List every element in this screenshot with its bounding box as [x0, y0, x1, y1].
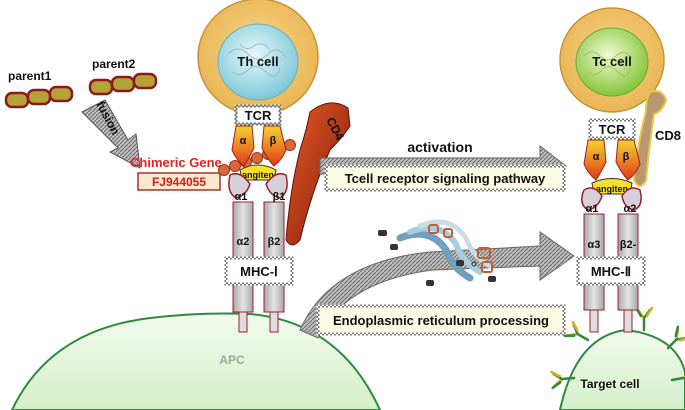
- tc-cell: [559, 7, 665, 113]
- mhc2-alpha2: α2: [624, 203, 637, 215]
- tcr-beta-left: β: [270, 135, 277, 147]
- tcr-chains-left: [231, 125, 287, 167]
- chimeric-gene-label: Chimeric Gene: [130, 155, 222, 170]
- target-cell-label: Target cell: [580, 377, 639, 391]
- activation-label: activation: [407, 139, 472, 155]
- th-cell-label: Th cell: [237, 54, 278, 69]
- mhc2-alpha1: α1: [586, 203, 599, 215]
- mhc1-beta1: β1: [273, 191, 286, 203]
- er-processing-label: Endoplasmic reticulum processing: [333, 313, 549, 328]
- cd8-label: CD8: [655, 128, 681, 143]
- parent2-segments: [88, 72, 158, 96]
- parent1-label: parent1: [8, 69, 52, 83]
- tcr-label-left: TCR: [245, 108, 272, 123]
- parent1-segments: [4, 85, 74, 109]
- mhc2-beta2: β2-: [620, 239, 637, 251]
- mhc1-alpha2: α2: [237, 236, 250, 248]
- apc-cell: [10, 312, 382, 410]
- tcr-chains-right: [583, 139, 641, 181]
- mhc2-alpha3: α3: [588, 239, 601, 251]
- apc-label: APC: [219, 353, 245, 367]
- fusion-arrow: [81, 99, 141, 169]
- mhc1-label-box: [225, 257, 293, 285]
- cd4-molecule: [285, 102, 351, 246]
- mhc1-alpha1: α1: [235, 191, 248, 203]
- tc-cell-label: Tc cell: [592, 54, 632, 69]
- parent2-label: parent2: [92, 57, 136, 71]
- tcell-pathway-label: Tcell receptor signaling pathway: [345, 171, 546, 186]
- mhc2-label: MHC-Ⅱ: [591, 264, 631, 279]
- tcr-label-right: TCR: [599, 122, 626, 137]
- mhc1-molecule: [228, 172, 288, 333]
- er-golgi-icon: [378, 219, 496, 286]
- tcr-alpha-right: α: [593, 151, 600, 163]
- mhc1-label: MHC-Ⅰ: [240, 264, 278, 279]
- tcr-beta-right: β: [623, 151, 630, 163]
- gene-id-label: FJ944055: [152, 175, 206, 189]
- antigen-label-left: angiten: [242, 170, 274, 180]
- mhc2-molecule: [581, 187, 642, 333]
- gene-id-box: [137, 172, 221, 191]
- tcr-alpha-left: α: [240, 135, 247, 147]
- mhc1-beta2: β2: [268, 236, 281, 248]
- cd8-molecule: [632, 90, 668, 187]
- target-cell: [558, 328, 685, 410]
- antigen-label-right: angiten: [596, 184, 628, 194]
- th-cell: [197, 0, 319, 116]
